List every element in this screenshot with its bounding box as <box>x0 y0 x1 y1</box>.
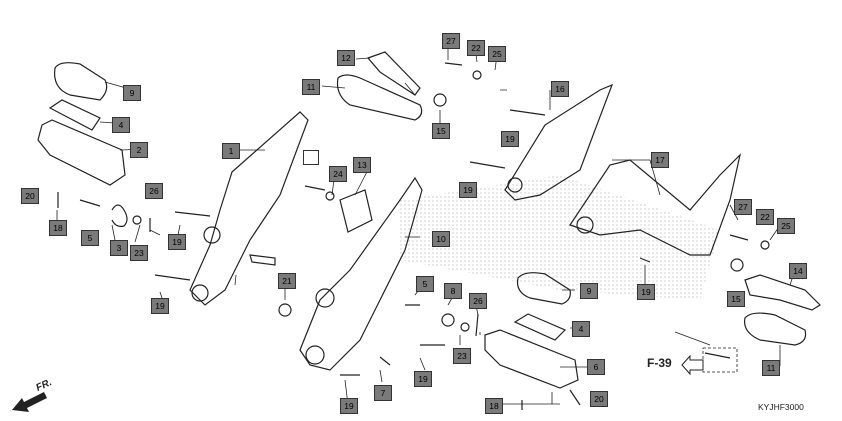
callout-14: 14 <box>789 263 807 279</box>
callout-6: 6 <box>587 359 605 375</box>
callout-23: 23 <box>453 348 471 364</box>
callout-3: 3 <box>110 240 128 256</box>
callout-10: 10 <box>432 231 450 247</box>
rear-bracket-right <box>504 83 614 201</box>
callout-11: 11 <box>302 79 320 95</box>
left-bracket <box>189 111 309 306</box>
callout-26: 26 <box>145 183 163 199</box>
callout-21: 21 <box>278 273 296 289</box>
callout-20: 20 <box>21 188 39 204</box>
callout-19: 19 <box>151 298 169 314</box>
reference-arrow <box>681 354 704 376</box>
callout-26: 26 <box>469 293 487 309</box>
callout-19: 19 <box>459 182 477 198</box>
callout-9: 9 <box>123 85 141 101</box>
callout-22: 22 <box>467 40 485 56</box>
blank-callout-box <box>303 150 319 165</box>
callout-5: 5 <box>81 230 99 246</box>
callout-19: 19 <box>340 398 358 414</box>
callout-24: 24 <box>329 166 347 182</box>
callout-27: 27 <box>734 199 752 215</box>
right-peg-rubber <box>516 272 571 305</box>
callout-15: 15 <box>727 291 745 307</box>
callout-25: 25 <box>488 46 506 62</box>
callout-1: 1 <box>222 143 240 159</box>
callout-25: 25 <box>777 218 795 234</box>
right-peg <box>484 329 579 389</box>
callout-19: 19 <box>501 131 519 147</box>
callout-19: 19 <box>414 371 432 387</box>
callout-13: 13 <box>353 157 371 173</box>
rear-peg-bracket <box>366 51 421 96</box>
callout-17: 17 <box>651 152 669 168</box>
heel-plate <box>339 189 373 233</box>
right-peg-plate <box>513 313 567 341</box>
callout-23: 23 <box>130 245 148 261</box>
callout-27: 27 <box>442 33 460 49</box>
front-bracket-right <box>299 176 423 371</box>
pedal-rubber <box>743 312 807 346</box>
callout-7: 7 <box>374 385 392 401</box>
left-peg-rubber <box>53 62 108 101</box>
callout-22: 22 <box>756 209 774 225</box>
callout-20: 20 <box>590 391 608 407</box>
rear-bracket-right-large <box>569 153 742 256</box>
rear-peg-rubber <box>336 74 423 121</box>
diagram-code: KYJHF3000 <box>758 402 804 412</box>
reference-label: F-39 <box>647 356 672 370</box>
callout-9: 9 <box>580 283 598 299</box>
callout-19: 19 <box>168 234 186 250</box>
left-peg <box>37 119 126 186</box>
callout-12: 12 <box>337 50 355 66</box>
callout-2: 2 <box>130 142 148 158</box>
callout-19: 19 <box>637 284 655 300</box>
callout-5: 5 <box>416 276 434 292</box>
callout-18: 18 <box>49 220 67 236</box>
callout-18: 18 <box>485 398 503 414</box>
callout-8: 8 <box>444 283 462 299</box>
shift-pedal <box>744 274 821 311</box>
callout-11: 11 <box>762 360 780 376</box>
callout-16: 16 <box>551 81 569 97</box>
callout-4: 4 <box>572 321 590 337</box>
front-direction-arrow <box>12 392 47 412</box>
left-peg-plate <box>48 99 101 131</box>
callout-4: 4 <box>112 117 130 133</box>
callout-15: 15 <box>432 123 450 139</box>
